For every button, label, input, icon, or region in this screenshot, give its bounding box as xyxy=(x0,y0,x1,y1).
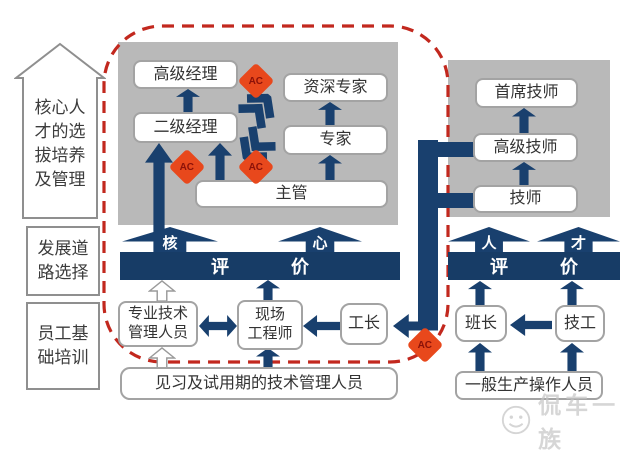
talent-evaluation-bar: 评价 xyxy=(448,252,620,280)
senior-expert-box: 资深专家 xyxy=(283,73,388,102)
supervisor-box: 主管 xyxy=(195,180,388,208)
chief-technician-box: 首席技师 xyxy=(475,78,578,108)
pro-tech-staff-box: 专业技术 管理人员 xyxy=(118,301,198,347)
talent-word-arrow-left: 人 xyxy=(448,227,530,252)
arrow-operators-to-teamleader xyxy=(468,343,492,371)
arrow-worker-to-teamleader xyxy=(510,314,552,336)
senior-manager-box: 高级经理 xyxy=(133,60,238,89)
senior-technician-box: 高级技师 xyxy=(473,133,578,162)
track-exchange-chevron-up-icon xyxy=(232,83,284,135)
watermark: 侃车一族 xyxy=(500,386,640,454)
left-rail-stage-bottom: 员工基 础培训 xyxy=(26,302,100,390)
core-evaluation-bar: 评价 xyxy=(120,252,400,280)
hollow-arrow-protech-to-eval xyxy=(148,280,176,302)
operators-box: 一般生产操作人员 xyxy=(455,371,603,400)
left-rail-stage-top-label: 核心人 才的选 拔培养 及管理 xyxy=(34,98,86,189)
watermark-text: 侃车一族 xyxy=(538,392,620,452)
crossover-trunk-vertical xyxy=(418,140,438,330)
field-engineer-box: 现场 工程师 xyxy=(237,300,303,350)
expert-box: 专家 xyxy=(283,125,388,155)
trainee-box: 见习及试用期的技术管理人员 xyxy=(120,367,398,400)
foreman-box: 工长 xyxy=(340,303,388,345)
talent-word-arrow-right: 才 xyxy=(537,227,620,252)
arrow-operators-to-worker xyxy=(560,343,584,371)
skilled-worker-box: 技工 xyxy=(555,305,605,342)
arrow-protech-engineer-twoway xyxy=(199,315,237,337)
technician-box: 技师 xyxy=(473,185,578,213)
crossover-branch-technician xyxy=(438,193,474,208)
smiley-logo-icon xyxy=(501,405,531,435)
left-rail-arrow-shape xyxy=(14,42,106,219)
career-path-diagram: { "colors": { "navy": "#19406e", "bar_na… xyxy=(14,24,620,452)
crossover-branch-senior-technician xyxy=(438,142,474,157)
second-manager-box: 二级经理 xyxy=(133,112,238,143)
arrow-worker-to-eval xyxy=(560,281,584,305)
left-rail-stage-mid: 发展道 路选择 xyxy=(26,226,100,296)
hollow-arrow-trainee-to-protech xyxy=(148,347,176,369)
arrow-teamleader-to-eval xyxy=(468,281,492,305)
team-leader-box: 班长 xyxy=(455,305,507,342)
